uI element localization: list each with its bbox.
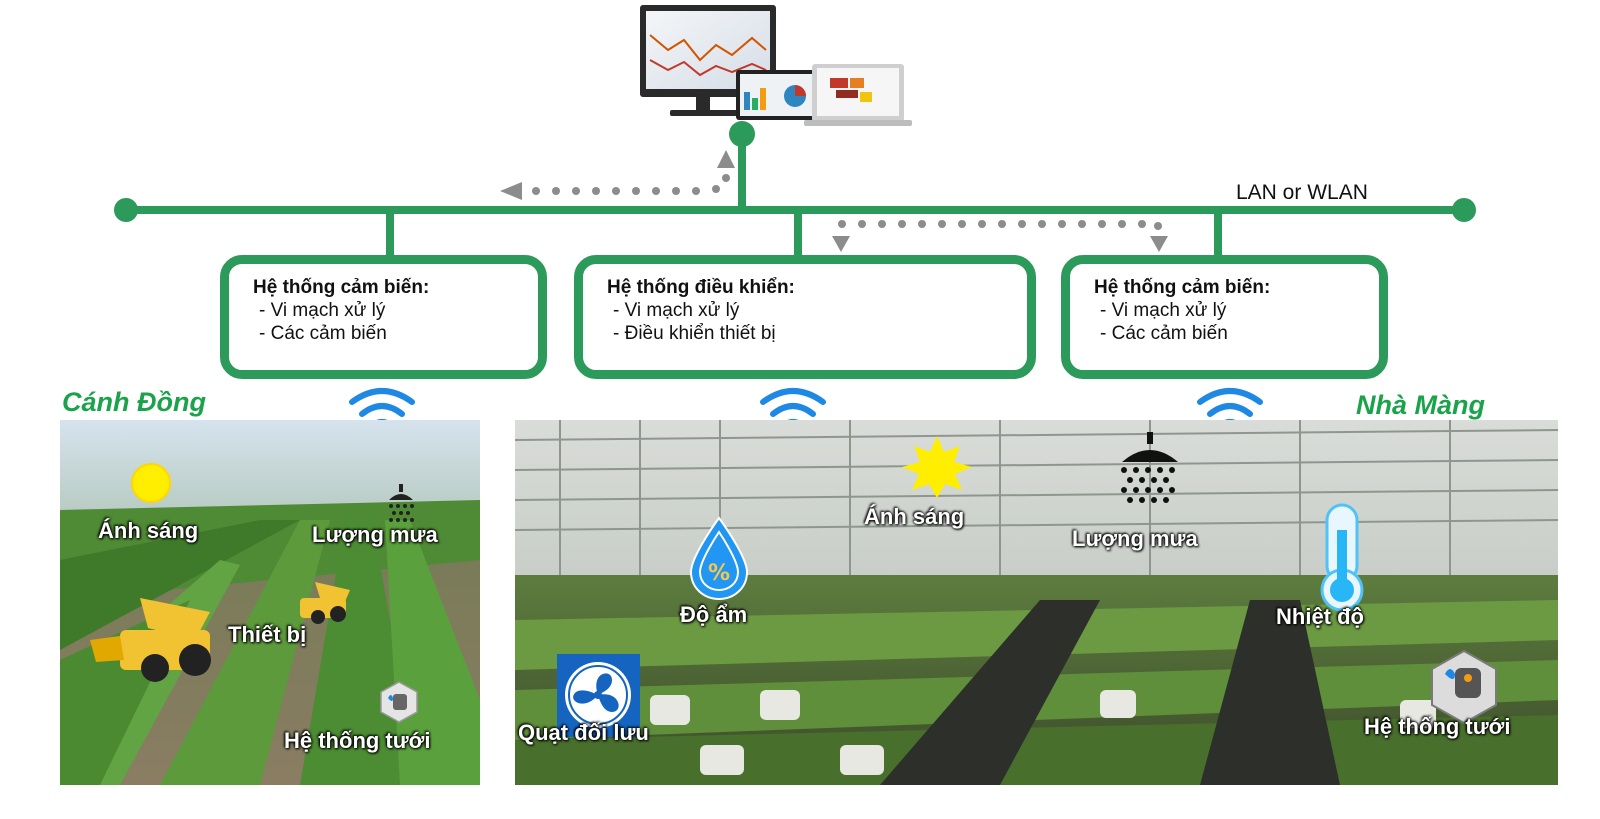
shower-icon (1121, 432, 1178, 503)
field-equipment-label: Thiết bị (228, 622, 307, 647)
sun-icon (902, 436, 972, 498)
box-title: Hệ thống điều khiển: (607, 277, 795, 298)
greenhouse-title: Nhà Màng (1356, 390, 1486, 420)
greenhouse-fan-label: Quạt đối lưu (518, 720, 649, 745)
box-item: - Điều khiển thiết bị (613, 323, 776, 344)
box-title: Hệ thống cảm biến: (253, 277, 430, 298)
upload-arrow (500, 150, 735, 200)
network-label: LAN or WLAN (1236, 181, 1368, 204)
tractor-icon (90, 598, 211, 682)
field-light-label: Ánh sáng (98, 518, 199, 543)
water-valve-icon (1431, 649, 1497, 725)
field-photo (60, 420, 480, 785)
field-irrigation-label: Hệ thống tưới (284, 728, 431, 753)
greenhouse-photo (514, 420, 1559, 785)
sensor-system-box-field: Hệ thống cảm biến: - Vi mạch xử lý - Các… (220, 255, 547, 379)
box-item: - Vi mạch xử lý (1100, 300, 1227, 321)
box-item: - Vi mạch xử lý (613, 300, 740, 321)
data-flow-arrows (500, 150, 1168, 252)
box-item: - Các cảm biến (259, 323, 387, 344)
sensor-system-box-greenhouse: Hệ thống cảm biến: - Vi mạch xử lý - Các… (1061, 255, 1388, 379)
greenhouse-humidity-label: Độ ẩm (680, 602, 748, 627)
shower-icon (389, 484, 414, 522)
computer-monitors-icon (640, 5, 912, 126)
field-rain-label: Lượng mưa (312, 522, 438, 547)
greenhouse-irrigation-label: Hệ thống tưới (1364, 714, 1511, 739)
network-bus (114, 121, 1476, 260)
greenhouse-temperature-label: Nhiệt độ (1276, 604, 1364, 629)
box-item: - Các cảm biến (1100, 323, 1228, 344)
humidity-drop-icon: % (689, 516, 749, 601)
greenhouse-light-label: Ánh sáng (864, 504, 965, 529)
greenhouse-rain-label: Lượng mưa (1072, 526, 1198, 551)
sun-icon (131, 463, 171, 503)
control-system-box: Hệ thống điều khiển: - Vi mạch xử lý - Đ… (574, 255, 1036, 379)
download-arrow (832, 220, 1168, 252)
box-item: - Vi mạch xử lý (259, 300, 386, 321)
water-valve-icon (380, 681, 418, 723)
thermometer-icon (1320, 503, 1364, 612)
svg-text:%: % (708, 561, 730, 586)
tractor-icon (300, 582, 350, 624)
fan-icon (557, 654, 640, 737)
field-title: Cánh Đồng (62, 387, 206, 417)
box-title: Hệ thống cảm biến: (1094, 277, 1271, 298)
